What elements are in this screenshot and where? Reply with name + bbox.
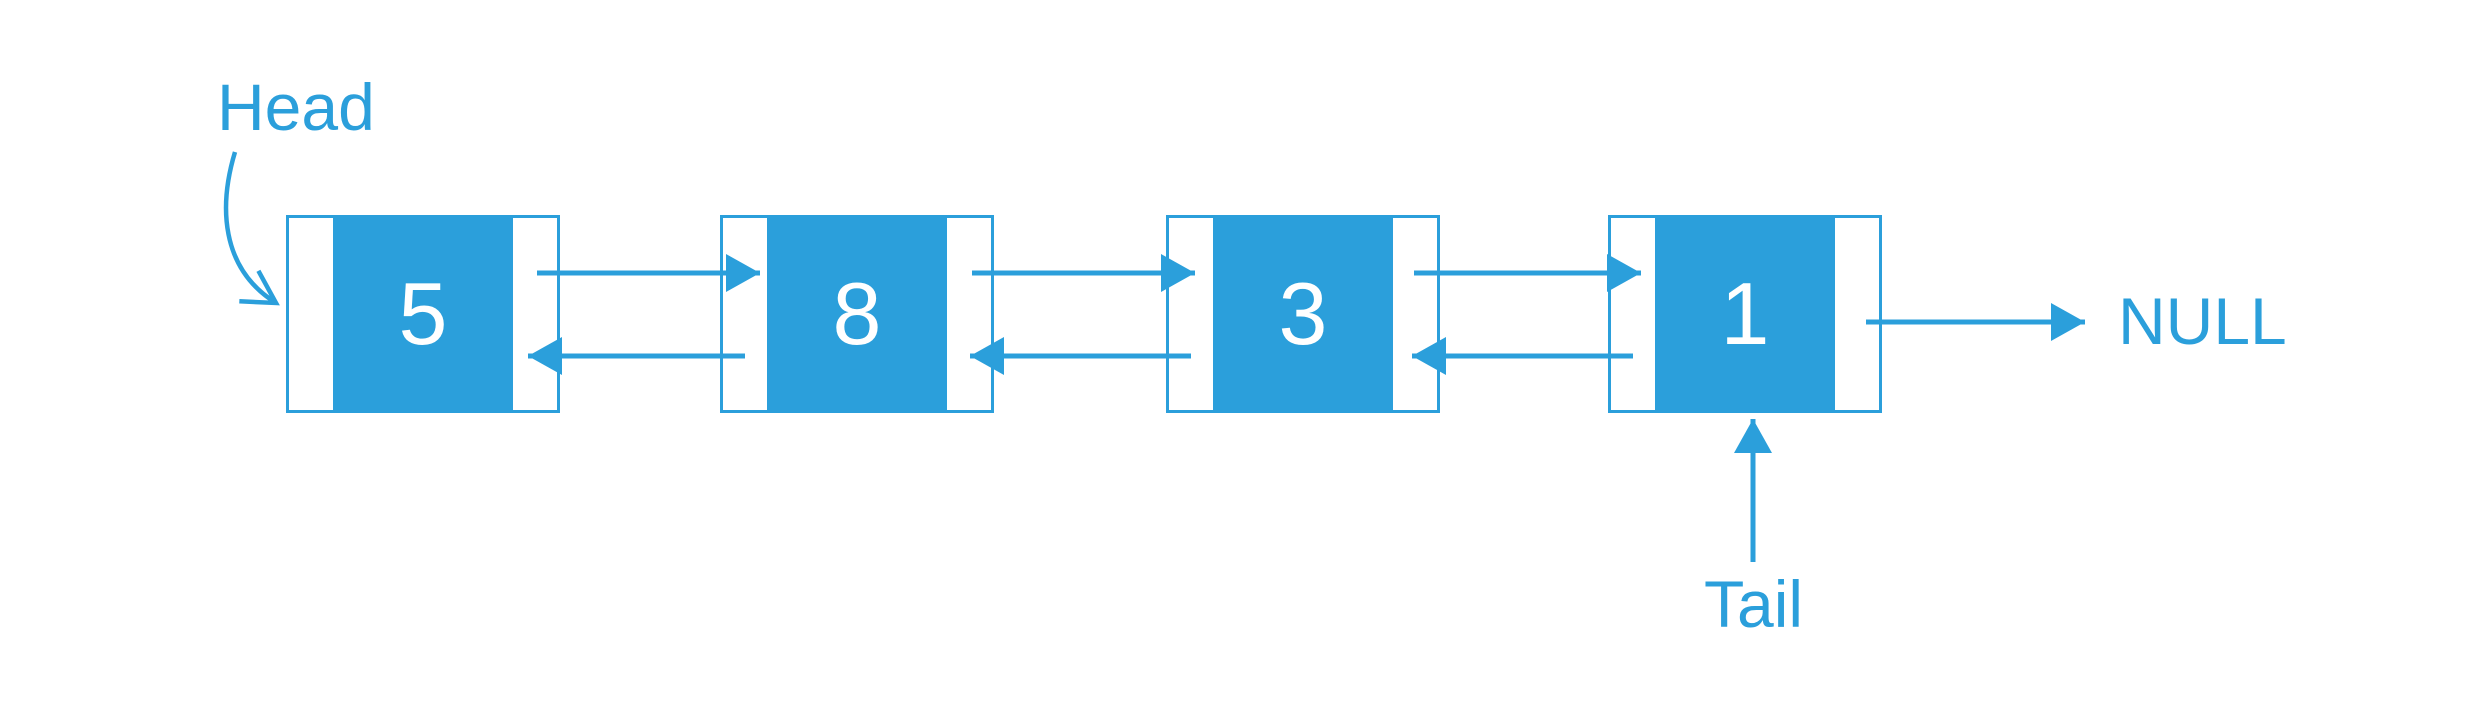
null-label: NULL (2118, 284, 2287, 358)
prev-pointer-cell (289, 218, 333, 410)
node-value: 5 (333, 218, 513, 410)
list-node-1: 5 (286, 215, 560, 413)
node-value: 1 (1655, 218, 1835, 410)
next-pointer-cell (1393, 218, 1437, 410)
list-node-3: 3 (1166, 215, 1440, 413)
next-pointer-cell (947, 218, 991, 410)
head-pointer-arrow (223, 151, 280, 306)
node-value: 3 (1213, 218, 1393, 410)
next-pointer-cell (513, 218, 557, 410)
prev-pointer-cell (723, 218, 767, 410)
head-label: Head (217, 70, 375, 144)
list-node-2: 8 (720, 215, 994, 413)
tail-label: Tail (1704, 567, 1804, 641)
prev-pointer-cell (1169, 218, 1213, 410)
list-node-4: 1 (1608, 215, 1882, 413)
node-value: 8 (767, 218, 947, 410)
next-pointer-cell (1835, 218, 1879, 410)
prev-pointer-cell (1611, 218, 1655, 410)
